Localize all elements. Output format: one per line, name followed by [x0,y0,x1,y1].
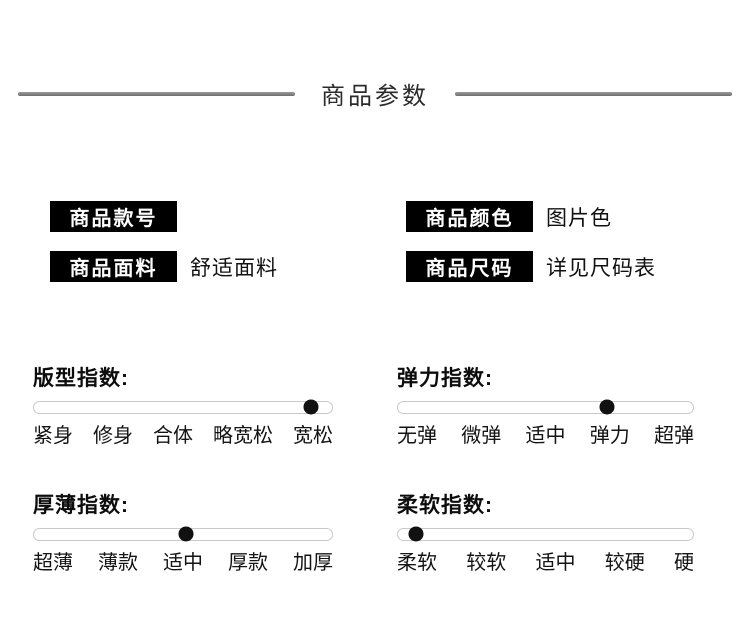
index-slider-section: 版型指数: 紧身修身合体略宽松宽松 [33,366,333,448]
slider-handle-dot[interactable] [408,526,424,542]
slider-title: 柔软指数: [397,494,493,518]
slider-scale-labels: 超薄 薄款 适中 厚款 加厚 [33,552,333,575]
title-divider-left [18,91,295,96]
index-slider-grid: 版型指数:紧身修身合体略宽松宽松弹力指数:无弹微弹适中弹力超弹厚薄指数:超薄薄款… [33,366,750,575]
section-header: 商品参数 [18,60,732,127]
slider-scale-label: 合体 [153,425,193,448]
slider-scale-label: 略宽松 [213,425,273,448]
slider-scale-labels: 紧身修身合体略宽松宽松 [33,425,333,448]
slider-handle-dot[interactable] [599,399,615,415]
info-label-badge: 商品款号 [50,201,177,233]
info-field: 商品尺码详见尺码表 [406,251,750,283]
slider-handle-dot[interactable] [178,526,194,542]
slider-scale-label: 紧身 [33,425,73,448]
info-value: 详见尺码表 [546,256,656,280]
index-slider-section: 弹力指数: 无弹 微弹适中弹力 超弹 [397,366,694,448]
slider-scale-label: 厚款 [228,552,268,575]
index-slider-section: 厚薄指数: 超薄 薄款 适中 厚款 加厚 [33,493,333,575]
slider-track[interactable] [397,526,694,542]
slider-scale-label: 适中 [535,552,576,575]
slider-scale-label: 宽松 [293,425,333,448]
page-title: 商品参数 [321,83,429,111]
slider-scale-label: 无弹 [397,425,437,448]
title-divider-right [455,91,732,96]
slider-scale-label: 修身 [93,425,133,448]
product-info-grid: 商品款号商品颜色图片色商品面料舒适面料商品尺码详见尺码表 [50,201,750,283]
slider-scale-label: 薄款 [98,552,138,575]
info-label-badge: 商品面料 [50,251,177,283]
slider-handle-dot[interactable] [303,399,319,415]
slider-track[interactable] [33,526,333,542]
info-value: 舒适面料 [190,256,278,280]
info-label-badge: 商品尺码 [406,251,533,283]
slider-scale-label: 弹力 [589,425,630,448]
slider-track[interactable] [33,399,333,415]
slider-scale-label: 加厚 [293,552,333,575]
slider-scale-labels: 无弹 微弹适中弹力 超弹 [397,425,694,448]
slider-title: 厚薄指数: [33,494,129,518]
slider-scale-label: 超薄 [33,552,73,575]
info-field: 商品款号 [50,201,406,233]
index-slider-section: 柔软指数: 柔软 较软 适中 较硬 硬 [397,493,694,575]
info-label-badge: 商品颜色 [406,201,533,233]
slider-scale-label: 较软 [466,552,507,575]
info-field: 商品颜色图片色 [406,201,750,233]
slider-scale-label: 硬 [674,552,694,575]
slider-scale-label: 适中 [525,425,566,448]
slider-scale-label: 较硬 [604,552,645,575]
slider-scale-label: 适中 [163,552,203,575]
slider-scale-label: 柔软 [397,552,437,575]
slider-scale-labels: 柔软 较软 适中 较硬 硬 [397,552,694,575]
info-field: 商品面料舒适面料 [50,251,406,283]
slider-scale-label: 微弹 [461,425,502,448]
slider-scale-label: 超弹 [654,425,694,448]
slider-track[interactable] [397,399,694,415]
slider-title: 版型指数: [33,367,129,391]
info-value: 图片色 [546,206,612,230]
slider-title: 弹力指数: [397,367,493,391]
